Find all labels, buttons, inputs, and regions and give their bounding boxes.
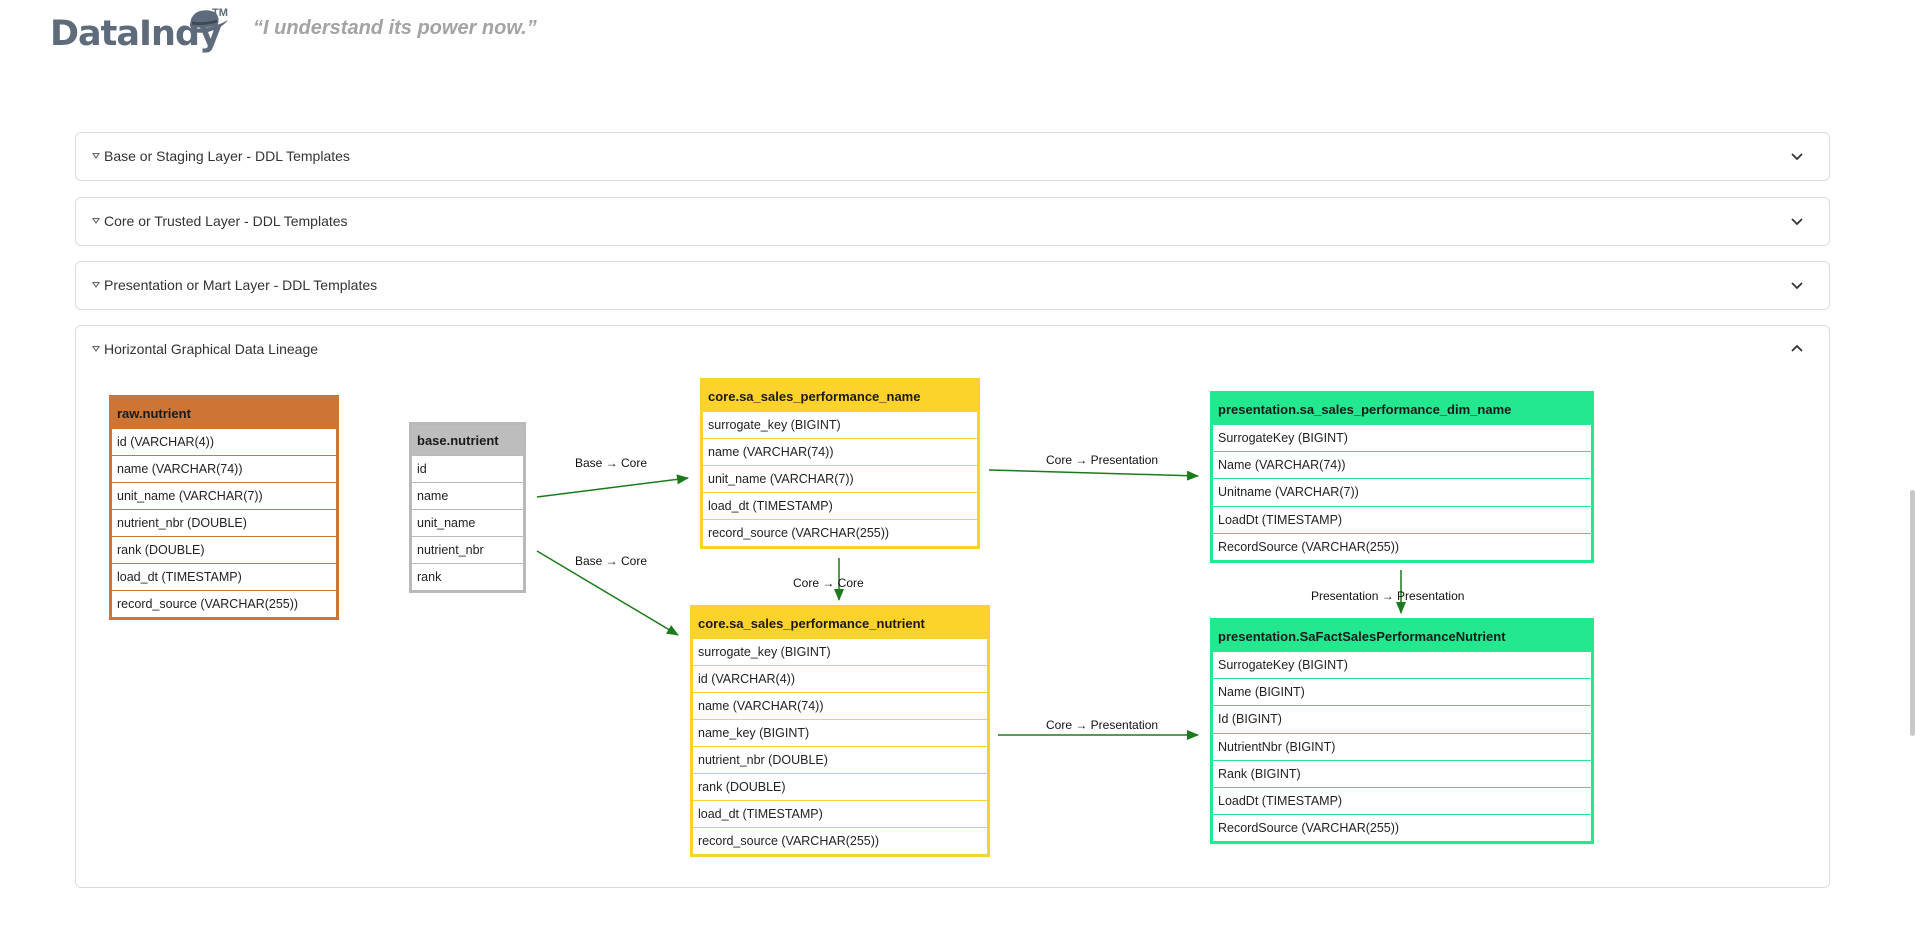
table-column-row: nutrient_nbr (DOUBLE) (693, 746, 987, 773)
edge-label: Presentation → Presentation (1311, 589, 1465, 603)
dataindy-logo[interactable]: DataIndy TM (50, 7, 230, 56)
table-column-row: unit_name (VARCHAR(7)) (703, 465, 977, 492)
table-column-row: Id (BIGINT) (1213, 705, 1591, 732)
accordion-data-lineage: Horizontal Graphical Data Lineage raw.nu… (75, 325, 1830, 888)
lineage-arrow-core-name-to-pres-dim (988, 469, 1199, 481)
accordion-header-data-lineage[interactable]: Horizontal Graphical Data Lineage (76, 326, 1829, 373)
table-column-row: record_source (VARCHAR(255)) (693, 827, 987, 854)
accordion-header-presentation-mart[interactable]: Presentation or Mart Layer - DDL Templat… (76, 262, 1829, 309)
table-header: core.sa_sales_performance_nutrient (693, 608, 987, 638)
fedora-hat-icon (182, 10, 228, 33)
accordion-title: Base or Staging Layer - DDL Templates (104, 148, 350, 164)
table-column-row: surrogate_key (BIGINT) (693, 638, 987, 665)
table-column-row: NutrientNbr (BIGINT) (1213, 732, 1591, 760)
table-column-row: id (412, 455, 523, 482)
table-column-row: record_source (VARCHAR(255)) (703, 519, 977, 546)
accordion-base-staging: Base or Staging Layer - DDL Templates (75, 132, 1830, 181)
table-column-row: name (VARCHAR(74)) (693, 692, 987, 719)
chevron-down-icon[interactable] (1789, 148, 1805, 164)
chevron-up-icon[interactable] (1789, 341, 1805, 357)
table-column-row: name (VARCHAR(74)) (703, 438, 977, 465)
table-column-row: LoadDt (TIMESTAMP) (1213, 786, 1591, 814)
table-header: presentation.SaFactSalesPerformanceNutri… (1213, 621, 1591, 651)
accordion-title: Core or Trusted Layer - DDL Templates (104, 213, 348, 229)
table-column-row: rank (412, 563, 523, 590)
table-pres-dim[interactable]: presentation.sa_sales_performance_dim_na… (1210, 391, 1594, 563)
table-column-row: load_dt (TIMESTAMP) (693, 800, 987, 827)
accordion-presentation-mart: Presentation or Mart Layer - DDL Templat… (75, 261, 1830, 310)
trademark-mark: TM (212, 7, 228, 19)
table-header: presentation.sa_sales_performance_dim_na… (1213, 394, 1591, 424)
accordion-header-base-staging[interactable]: Base or Staging Layer - DDL Templates (76, 133, 1829, 180)
table-column-row: load_dt (TIMESTAMP) (703, 492, 977, 519)
accordion-header-core-trusted[interactable]: Core or Trusted Layer - DDL Templates (76, 198, 1829, 245)
table-column-row: load_dt (TIMESTAMP) (112, 563, 336, 590)
edge-label: Base → Core (575, 554, 648, 568)
page-scrollbar[interactable] (1910, 490, 1915, 736)
disclosure-triangle-icon (92, 218, 100, 224)
table-column-row: unit_name (VARCHAR(7)) (112, 482, 336, 509)
disclosure-triangle-icon (92, 346, 100, 352)
table-column-row: LoadDt (TIMESTAMP) (1213, 505, 1591, 533)
table-column-row: unit_name (412, 509, 523, 536)
table-column-row: Name (BIGINT) (1213, 678, 1591, 705)
table-column-row: nutrient_nbr (DOUBLE) (112, 509, 336, 536)
lineage-edges (536, 469, 1406, 740)
table-column-row: RecordSource (VARCHAR(255)) (1213, 532, 1591, 560)
table-column-row: Name (VARCHAR(74)) (1213, 451, 1591, 478)
table-header: raw.nutrient (112, 398, 336, 428)
table-column-row: Rank (BIGINT) (1213, 759, 1591, 787)
table-column-row: RecordSource (VARCHAR(255)) (1213, 814, 1591, 841)
table-column-row: record_source (VARCHAR(255)) (112, 590, 336, 617)
table-column-row: SurrogateKey (BIGINT) (1213, 651, 1591, 678)
accordion-core-trusted: Core or Trusted Layer - DDL Templates (75, 197, 1830, 246)
disclosure-triangle-icon (92, 282, 100, 288)
lineage-arrow-base-to-core-nutrient (536, 550, 679, 636)
table-pres-fact[interactable]: presentation.SaFactSalesPerformanceNutri… (1210, 618, 1594, 845)
edge-label: Core → Presentation (1046, 718, 1159, 732)
table-column-row: name (VARCHAR(74)) (112, 455, 336, 482)
table-column-row: name_key (BIGINT) (693, 719, 987, 746)
edge-label: Core → Core (793, 576, 864, 590)
table-column-row: Unitname (VARCHAR(7)) (1213, 478, 1591, 505)
table-column-row: name (412, 482, 523, 509)
table-column-row: nutrient_nbr (412, 536, 523, 563)
table-column-row: id (VARCHAR(4)) (112, 428, 336, 455)
accordion-title: Presentation or Mart Layer - DDL Templat… (104, 277, 378, 293)
table-column-row: id (VARCHAR(4)) (693, 665, 987, 692)
table-column-row: rank (DOUBLE) (693, 773, 987, 800)
table-column-row: surrogate_key (BIGINT) (703, 411, 977, 438)
edge-label: Base → Core (575, 456, 648, 470)
tagline: “I understand its power now.” (253, 17, 537, 39)
lineage-arrow-base-to-core-name (536, 474, 689, 498)
accordion-title: Horizontal Graphical Data Lineage (104, 341, 319, 357)
chevron-down-icon[interactable] (1789, 213, 1805, 229)
table-header: base.nutrient (412, 425, 523, 455)
disclosure-triangle-icon (92, 153, 100, 159)
table-column-row: SurrogateKey (BIGINT) (1213, 424, 1591, 451)
edge-label: Core → Presentation (1046, 453, 1159, 467)
table-header: core.sa_sales_performance_name (703, 381, 977, 411)
chevron-down-icon[interactable] (1789, 277, 1805, 293)
table-column-row: rank (DOUBLE) (112, 536, 336, 563)
